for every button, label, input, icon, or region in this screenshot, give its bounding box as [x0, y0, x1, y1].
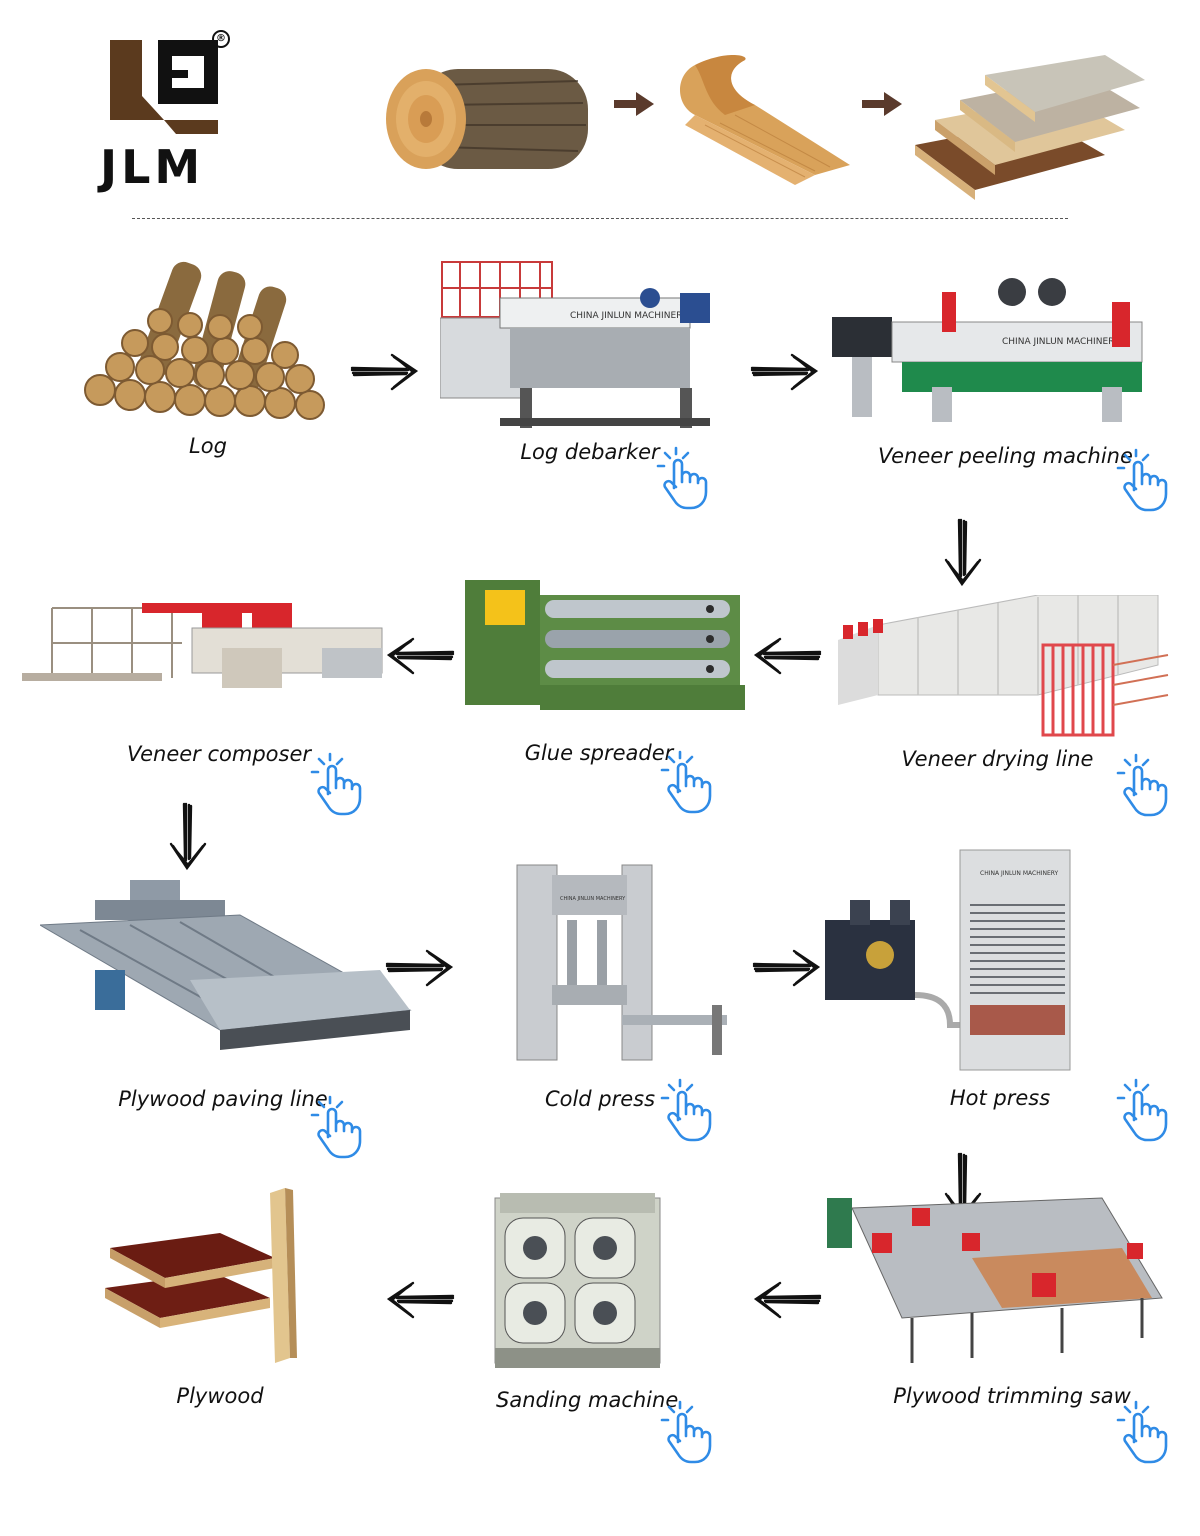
- arrow-down-icon: [943, 518, 983, 588]
- veneer-peeling-machine-image: CHINA JINLUN MACHINERY: [832, 278, 1143, 422]
- step-label-plywood-paving-line: Plywood paving line: [118, 1087, 328, 1111]
- tap-hand-icon[interactable]: [1116, 753, 1172, 817]
- step-label-glue-spreader: Glue spreader: [524, 741, 674, 765]
- registered-mark: ®: [212, 30, 230, 48]
- log-debarker-image: CHINA JINLUN MACHINERY: [440, 261, 710, 428]
- plywood-paving-line-image: [40, 880, 412, 1050]
- arrow-right-icon: [614, 92, 654, 116]
- arrow-left-icon: [752, 636, 822, 676]
- arrow-left-icon: [385, 1280, 455, 1320]
- arrow-down-icon: [168, 802, 208, 872]
- step-label-veneer-peeling-machine: Veneer peeling machine: [878, 444, 1133, 468]
- arrow-right-icon: [750, 352, 820, 392]
- arrow-right-icon: [350, 352, 420, 392]
- brand-name: JLM: [100, 140, 205, 194]
- debarker-brand-text: CHINA JINLUN MACHINERY: [570, 311, 688, 321]
- step-label-plywood: Plywood: [176, 1384, 264, 1408]
- step-label-sanding-machine: Sanding machine: [496, 1388, 679, 1412]
- tap-hand-icon[interactable]: [656, 446, 712, 510]
- hot-press-image: CHINA JINLUN MACHINERY: [825, 849, 1071, 1071]
- step-label-log: Log: [189, 434, 227, 458]
- glue-spreader-image: [465, 580, 745, 710]
- sanding-machine-image: [494, 1193, 661, 1368]
- header-veneer-image: [680, 55, 850, 185]
- cold-press-image: CHINA JINLUN MACHINERY: [516, 864, 727, 1061]
- arrow-left-icon: [752, 1280, 822, 1320]
- tap-hand-icon[interactable]: [660, 1078, 716, 1142]
- peeling-brand-text: CHINA JINLUN MACHINERY: [1002, 337, 1120, 347]
- tap-hand-icon[interactable]: [660, 1400, 716, 1464]
- arrow-left-icon: [385, 636, 455, 676]
- tap-hand-icon[interactable]: [1116, 1078, 1172, 1142]
- brand-logo: ® JLM: [100, 30, 250, 194]
- plywood-trimming-saw-image: [827, 1197, 1163, 1363]
- step-label-hot-press: Hot press: [949, 1086, 1051, 1110]
- tap-hand-icon[interactable]: [1116, 448, 1172, 512]
- plywood-image: [105, 1188, 297, 1363]
- log-pile-image: [84, 261, 325, 420]
- jlm-logo-mark: [110, 40, 218, 134]
- step-label-cold-press: Cold press: [544, 1087, 656, 1111]
- header-divider: [132, 218, 1068, 219]
- veneer-drying-line-image: [838, 595, 1169, 737]
- header-log-image: [386, 69, 588, 169]
- hot-press-brand-text: CHINA JINLUN MACHINERY: [980, 870, 1059, 877]
- step-label-log-debarker: Log debarker: [520, 440, 660, 464]
- arrow-right-icon: [385, 948, 455, 988]
- tap-hand-icon[interactable]: [310, 1095, 366, 1159]
- veneer-composer-image: [22, 603, 383, 688]
- arrow-right-icon: [752, 948, 822, 988]
- step-label-plywood-trimming-saw: Plywood trimming saw: [893, 1384, 1131, 1408]
- header-plywood-image: [915, 55, 1145, 200]
- arrow-right-icon: [862, 92, 902, 116]
- step-label-veneer-composer: Veneer composer: [126, 742, 312, 766]
- tap-hand-icon[interactable]: [660, 750, 716, 814]
- step-label-veneer-drying-line: Veneer drying line: [901, 747, 1094, 771]
- tap-hand-icon[interactable]: [1116, 1400, 1172, 1464]
- tap-hand-icon[interactable]: [310, 752, 366, 816]
- cold-press-brand-text: CHINA JINLUN MACHINERY: [560, 896, 626, 902]
